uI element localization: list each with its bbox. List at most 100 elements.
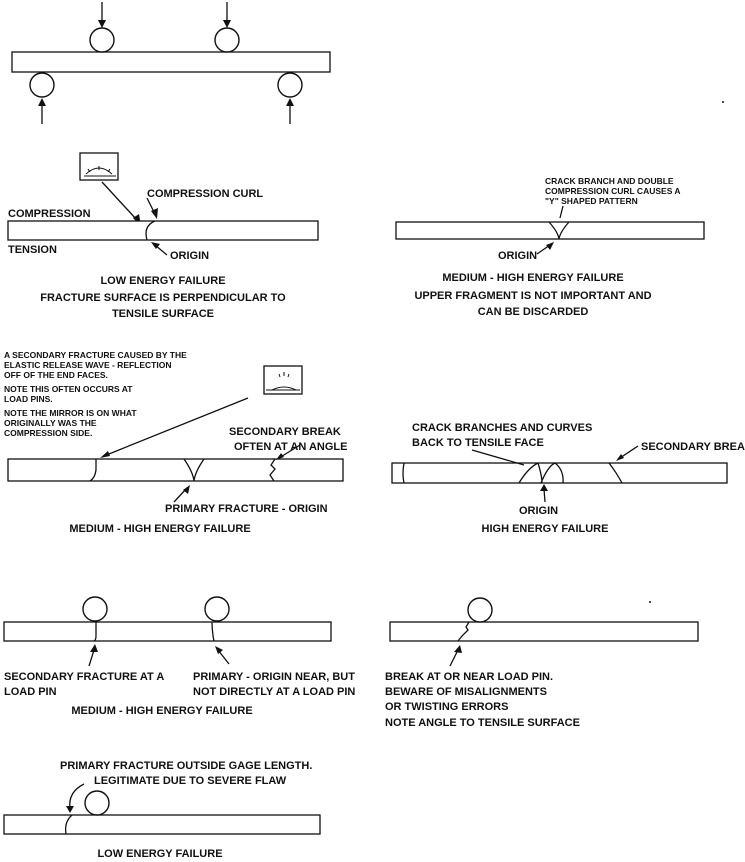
note-arrow [559, 205, 564, 219]
fracture-outside-gage [64, 814, 73, 835]
fracture-mirror-inset [79, 152, 119, 181]
primary-fracture-label: PRIMARY FRACTURE - ORIGIN [165, 503, 328, 515]
branch-label-1: CRACK BRANCHES AND CURVES [412, 422, 592, 434]
failure-type-caption: MEDIUM - HIGH ENERGY FAILURE [69, 523, 250, 535]
panel-medium-high-energy-secondary-breaks: A SECONDARY FRACTURE CAUSED BY THE ELAST… [4, 350, 347, 535]
note-line-1: CRACK BRANCH AND DOUBLE [545, 176, 674, 186]
note-line-4: NOTE ANGLE TO TENSILE SURFACE [385, 717, 580, 729]
y-pattern-fracture [548, 221, 570, 240]
panel-low-energy-failure: COMPRESSION CURL COMPRESSION TENSION ORI… [7, 152, 319, 320]
panel-load-pin-fractures: SECONDARY FRACTURE AT A LOAD PIN PRIMARY… [3, 596, 355, 717]
note-line-6: NOTE THE MIRROR IS ON WHAT [4, 408, 137, 418]
note-line-4: NOTE THIS OFTEN OCCURS AT [4, 384, 133, 394]
four-point-bend-schematic [11, 2, 331, 124]
tension-side-label: TENSION [8, 244, 57, 256]
break-arrow [449, 645, 462, 667]
secondary-fracture-at-pin [93, 622, 97, 642]
inset-pointer-arrow [101, 181, 141, 226]
compression-side-label: COMPRESSION [8, 208, 91, 220]
caption-line-2: CAN BE DISCARDED [478, 306, 589, 318]
note-line-1: A SECONDARY FRACTURE CAUSED BY THE [4, 350, 187, 360]
load-pin-right [204, 596, 230, 622]
secondary-fracture-arrow [88, 644, 98, 667]
caption-line-1: UPPER FRAGMENT IS NOT IMPORTANT AND [414, 290, 651, 302]
branching-fracture [518, 462, 564, 484]
specimen-bar [389, 621, 699, 642]
primary-fracture-y [183, 458, 205, 482]
compression-curl-arrow [146, 197, 158, 219]
secondary-break-arrow [276, 444, 301, 460]
note-line-2: COMPRESSION CURL CAUSES A [545, 186, 681, 196]
note-line-2: LEGITIMATE DUE TO SEVERE FLAW [94, 775, 287, 787]
panel-outside-gage-length: PRIMARY FRACTURE OUTSIDE GAGE LENGTH. LE… [3, 760, 321, 860]
primary-fracture-arrow [173, 485, 190, 503]
origin-label: ORIGIN [170, 250, 209, 262]
load-arrow-lower-right [286, 98, 294, 124]
lower-support-pin-right [277, 72, 303, 98]
lower-support-pin-left [29, 72, 55, 98]
origin-arrow [536, 242, 554, 255]
origin-label: ORIGIN [519, 505, 558, 517]
specimen-bar [3, 814, 321, 835]
load-arrow-lower-left [38, 98, 46, 124]
speck-mark [722, 101, 724, 103]
failure-type-caption: MEDIUM - HIGH ENERGY FAILURE [442, 272, 623, 284]
specimen-bar [3, 621, 332, 642]
secondary-break-label-1: SECONDARY BREAK [229, 426, 341, 438]
origin-label: ORIGIN [498, 250, 537, 262]
failure-type-caption: MEDIUM - HIGH ENERGY FAILURE [71, 705, 252, 717]
note-line-1: PRIMARY FRACTURE OUTSIDE GAGE LENGTH. [60, 760, 312, 772]
origin-arrow [540, 484, 548, 503]
primary-fracture-label-2: NOT DIRECTLY AT A LOAD PIN [193, 686, 355, 698]
branch-label-2: BACK TO TENSILE FACE [412, 437, 544, 449]
origin-arrow [151, 242, 168, 256]
specimen-bar [7, 458, 344, 482]
secondary-break-label-2: OFTEN AT AN ANGLE [234, 441, 347, 453]
angled-fracture [457, 621, 470, 642]
panel-medium-high-energy-y-pattern: CRACK BRANCH AND DOUBLE COMPRESSION CURL… [395, 176, 705, 318]
note-line-3: OFF OF THE END FACES. [4, 370, 108, 380]
fracture-line [145, 220, 156, 241]
upper-load-pin-right [214, 27, 240, 53]
failure-type-caption: LOW ENERGY FAILURE [100, 275, 225, 287]
upper-load-pin-left [89, 27, 115, 53]
left-end-fracture [402, 462, 405, 484]
specimen-bar [391, 462, 728, 484]
branch-label-arrow [471, 449, 525, 466]
secondary-break-label: SECONDARY BREAK [641, 441, 745, 453]
end-reflection-fracture [89, 459, 97, 482]
primary-fracture-near-pin [211, 621, 215, 642]
panel-angled-break-at-pin: BREAK AT OR NEAR LOAD PIN. BEWARE OF MIS… [385, 597, 699, 729]
load-pin [467, 597, 493, 623]
secondary-fracture-label-1: SECONDARY FRACTURE AT A [4, 671, 164, 683]
caption-line-1: FRACTURE SURFACE IS PERPENDICULAR TO [40, 292, 286, 304]
secondary-fracture-note-arrow [100, 397, 249, 458]
note-line-8: COMPRESSION SIDE. [4, 428, 92, 438]
specimen-bar [7, 220, 319, 241]
load-arrow-upper-right [223, 2, 231, 28]
primary-fracture-arrow [215, 646, 230, 665]
speck-mark [649, 601, 651, 603]
load-arrow-upper-left [98, 2, 106, 28]
note-line-3: "Y" SHAPED PATTERN [545, 196, 638, 206]
load-pin [84, 790, 110, 816]
secondary-break-arrow [616, 445, 639, 461]
note-line-5: LOAD PINS. [4, 394, 53, 404]
note-line-2: ELASTIC RELEASE WAVE - REFLECTION [4, 360, 172, 370]
caption-line-2: TENSILE SURFACE [112, 308, 214, 320]
failure-type-caption: LOW ENERGY FAILURE [97, 848, 222, 860]
compression-curl-label: COMPRESSION CURL [147, 188, 263, 200]
note-line-3: OR TWISTING ERRORS [385, 701, 508, 713]
panel-high-energy-failure: CRACK BRANCHES AND CURVES BACK TO TENSIL… [391, 422, 745, 535]
failure-type-caption: HIGH ENERGY FAILURE [482, 523, 609, 535]
secondary-break-line [608, 462, 623, 484]
secondary-fracture-label-2: LOAD PIN [4, 686, 57, 698]
note-line-2: BEWARE OF MISALIGNMENTS [385, 686, 547, 698]
fracture-mirror-inset [263, 365, 303, 395]
fracture-pointer-arrow [66, 783, 85, 813]
specimen-bar [395, 221, 705, 240]
secondary-break-angled [269, 458, 276, 482]
note-line-7: ORIGINALLY WAS THE [4, 418, 97, 428]
note-line-1: BREAK AT OR NEAR LOAD PIN. [385, 671, 553, 683]
